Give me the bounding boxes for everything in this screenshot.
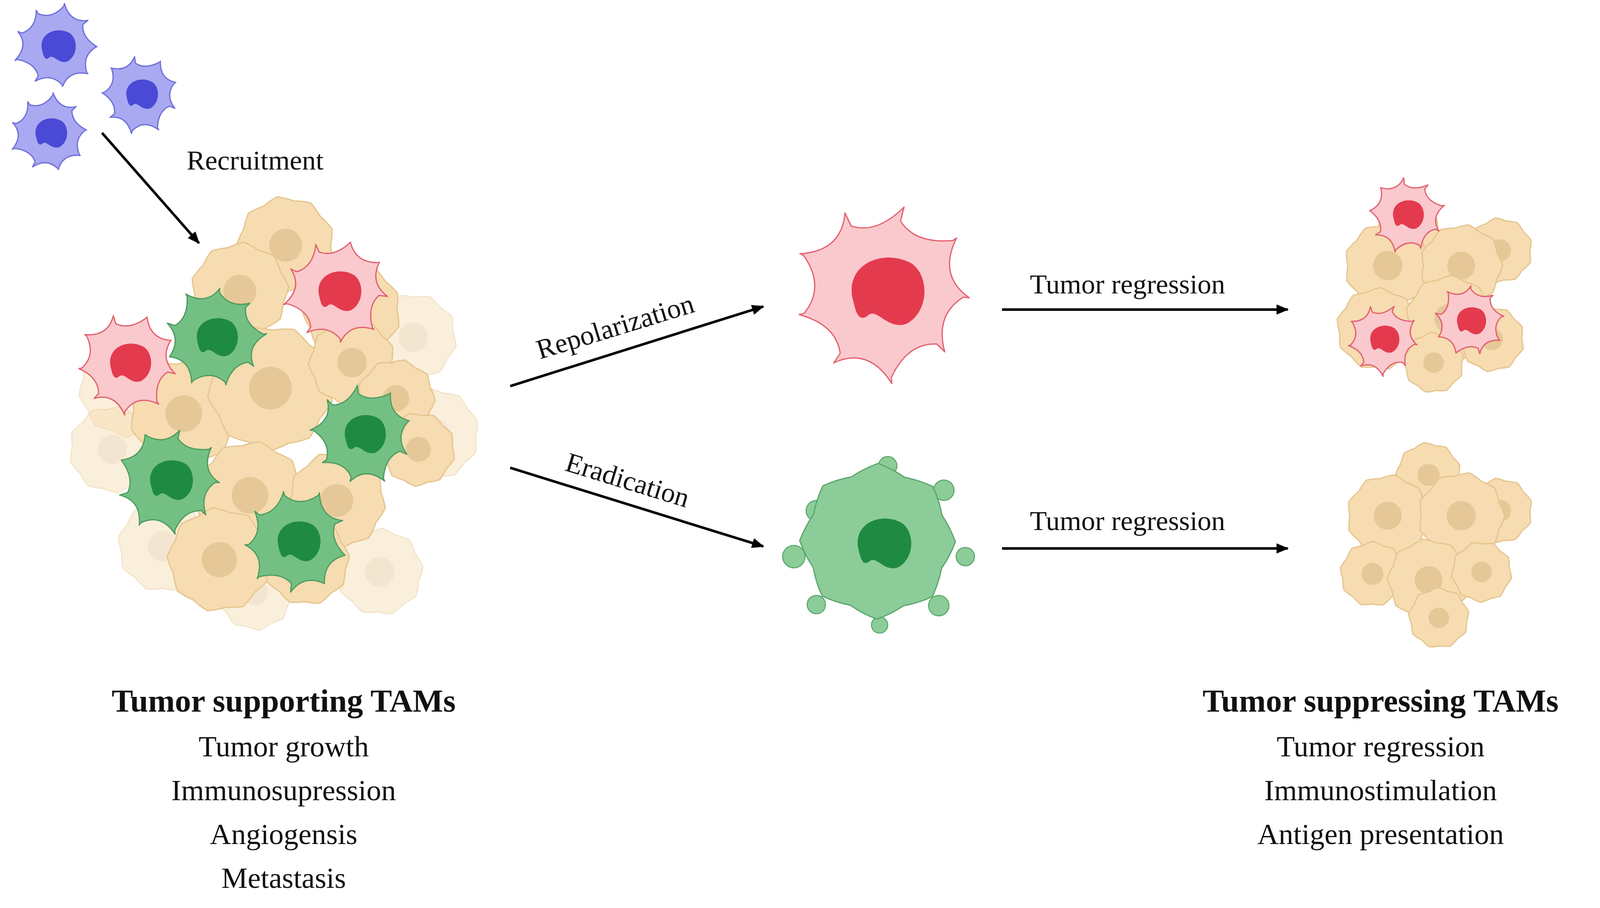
regression-arrow bbox=[1001, 308, 1288, 311]
macrophage-nucleus bbox=[277, 521, 321, 562]
apoptotic-bleb bbox=[928, 595, 950, 616]
text-label: Antigen presentation bbox=[1257, 817, 1504, 851]
apoptotic-bleb bbox=[871, 616, 888, 634]
red-macrophage bbox=[1435, 286, 1504, 355]
text-label: Recruitment bbox=[186, 144, 324, 176]
tumor-cell-nucleus bbox=[337, 347, 368, 378]
macrophage-nucleus bbox=[851, 257, 925, 326]
macrophage-nucleus bbox=[150, 460, 194, 500]
text-label: Immunostimulation bbox=[1264, 773, 1498, 807]
tumor-cell-nucleus bbox=[1471, 561, 1492, 583]
text-label: Tumor regression bbox=[1276, 729, 1485, 763]
blue-macrophage bbox=[101, 56, 176, 134]
blue-macrophage bbox=[15, 3, 98, 87]
red-macrophage bbox=[78, 315, 175, 415]
red-macrophage bbox=[799, 206, 970, 384]
tumor-cell bbox=[167, 507, 270, 611]
text-label: Angiogensis bbox=[210, 817, 358, 851]
macrophage-nucleus bbox=[35, 118, 68, 148]
red-macrophage bbox=[1348, 306, 1418, 376]
text-label: Tumor regression bbox=[1030, 505, 1226, 536]
apoptotic-bleb bbox=[782, 544, 806, 568]
macrophage-nucleus bbox=[109, 343, 152, 382]
tumor-cell-nucleus bbox=[201, 541, 237, 578]
macrophage-nucleus bbox=[344, 414, 386, 453]
green-macrophage bbox=[167, 288, 267, 385]
tumor-cell-nucleus bbox=[1423, 352, 1444, 373]
tumor-cell-nucleus bbox=[398, 322, 429, 352]
macrophage-nucleus bbox=[1370, 325, 1400, 353]
macrophage-nucleus bbox=[1393, 200, 1424, 229]
recruitment-arrow bbox=[101, 132, 199, 244]
red-macrophage bbox=[283, 241, 388, 342]
text-label: Tumor regression bbox=[1030, 268, 1226, 299]
blue-macrophage bbox=[12, 92, 87, 170]
text-label: Immunosupression bbox=[171, 773, 396, 807]
tumor-cell-body bbox=[167, 507, 270, 611]
section-heading: Tumor suppressing TAMs bbox=[1202, 683, 1559, 719]
tumor-cell-nucleus bbox=[364, 557, 395, 587]
dying-macrophage bbox=[799, 463, 956, 619]
green-macrophage bbox=[244, 491, 346, 592]
tumor-cell-nucleus bbox=[231, 476, 269, 514]
red-macrophage bbox=[1369, 177, 1445, 252]
macrophage-nucleus bbox=[1456, 307, 1487, 334]
section-heading: Tumor supporting TAMs bbox=[111, 683, 456, 719]
tumor-cell-nucleus bbox=[1428, 607, 1449, 628]
apoptotic-bleb bbox=[806, 595, 826, 614]
macrophage-nucleus bbox=[318, 271, 362, 312]
tumor-cell bbox=[1451, 542, 1512, 603]
macrophage-nucleus bbox=[41, 30, 76, 63]
macrophage-nucleus bbox=[126, 79, 159, 110]
tumor-cell-nucleus bbox=[405, 436, 431, 462]
macrophage-nucleus bbox=[196, 317, 238, 356]
apoptotic-bleb bbox=[956, 547, 975, 566]
text-label: Tumor growth bbox=[198, 729, 369, 763]
macrophage-nucleus bbox=[857, 518, 912, 568]
tumor-cell-body bbox=[1451, 542, 1512, 603]
tumor-cell-nucleus bbox=[1372, 250, 1403, 281]
tumor-cell-nucleus bbox=[1446, 500, 1477, 531]
regression-arrow bbox=[1001, 546, 1288, 550]
green-macrophage bbox=[119, 430, 220, 534]
tumor-cell-nucleus bbox=[165, 395, 203, 432]
tumor-cell-nucleus bbox=[1361, 562, 1384, 585]
tumor-cell-body bbox=[1408, 586, 1470, 647]
tumor-cell-nucleus bbox=[1373, 501, 1402, 530]
tumor-cell bbox=[1408, 586, 1470, 647]
tumor-cell-nucleus bbox=[249, 366, 292, 410]
green-macrophage bbox=[310, 384, 410, 482]
text-label: Metastasis bbox=[221, 861, 347, 895]
